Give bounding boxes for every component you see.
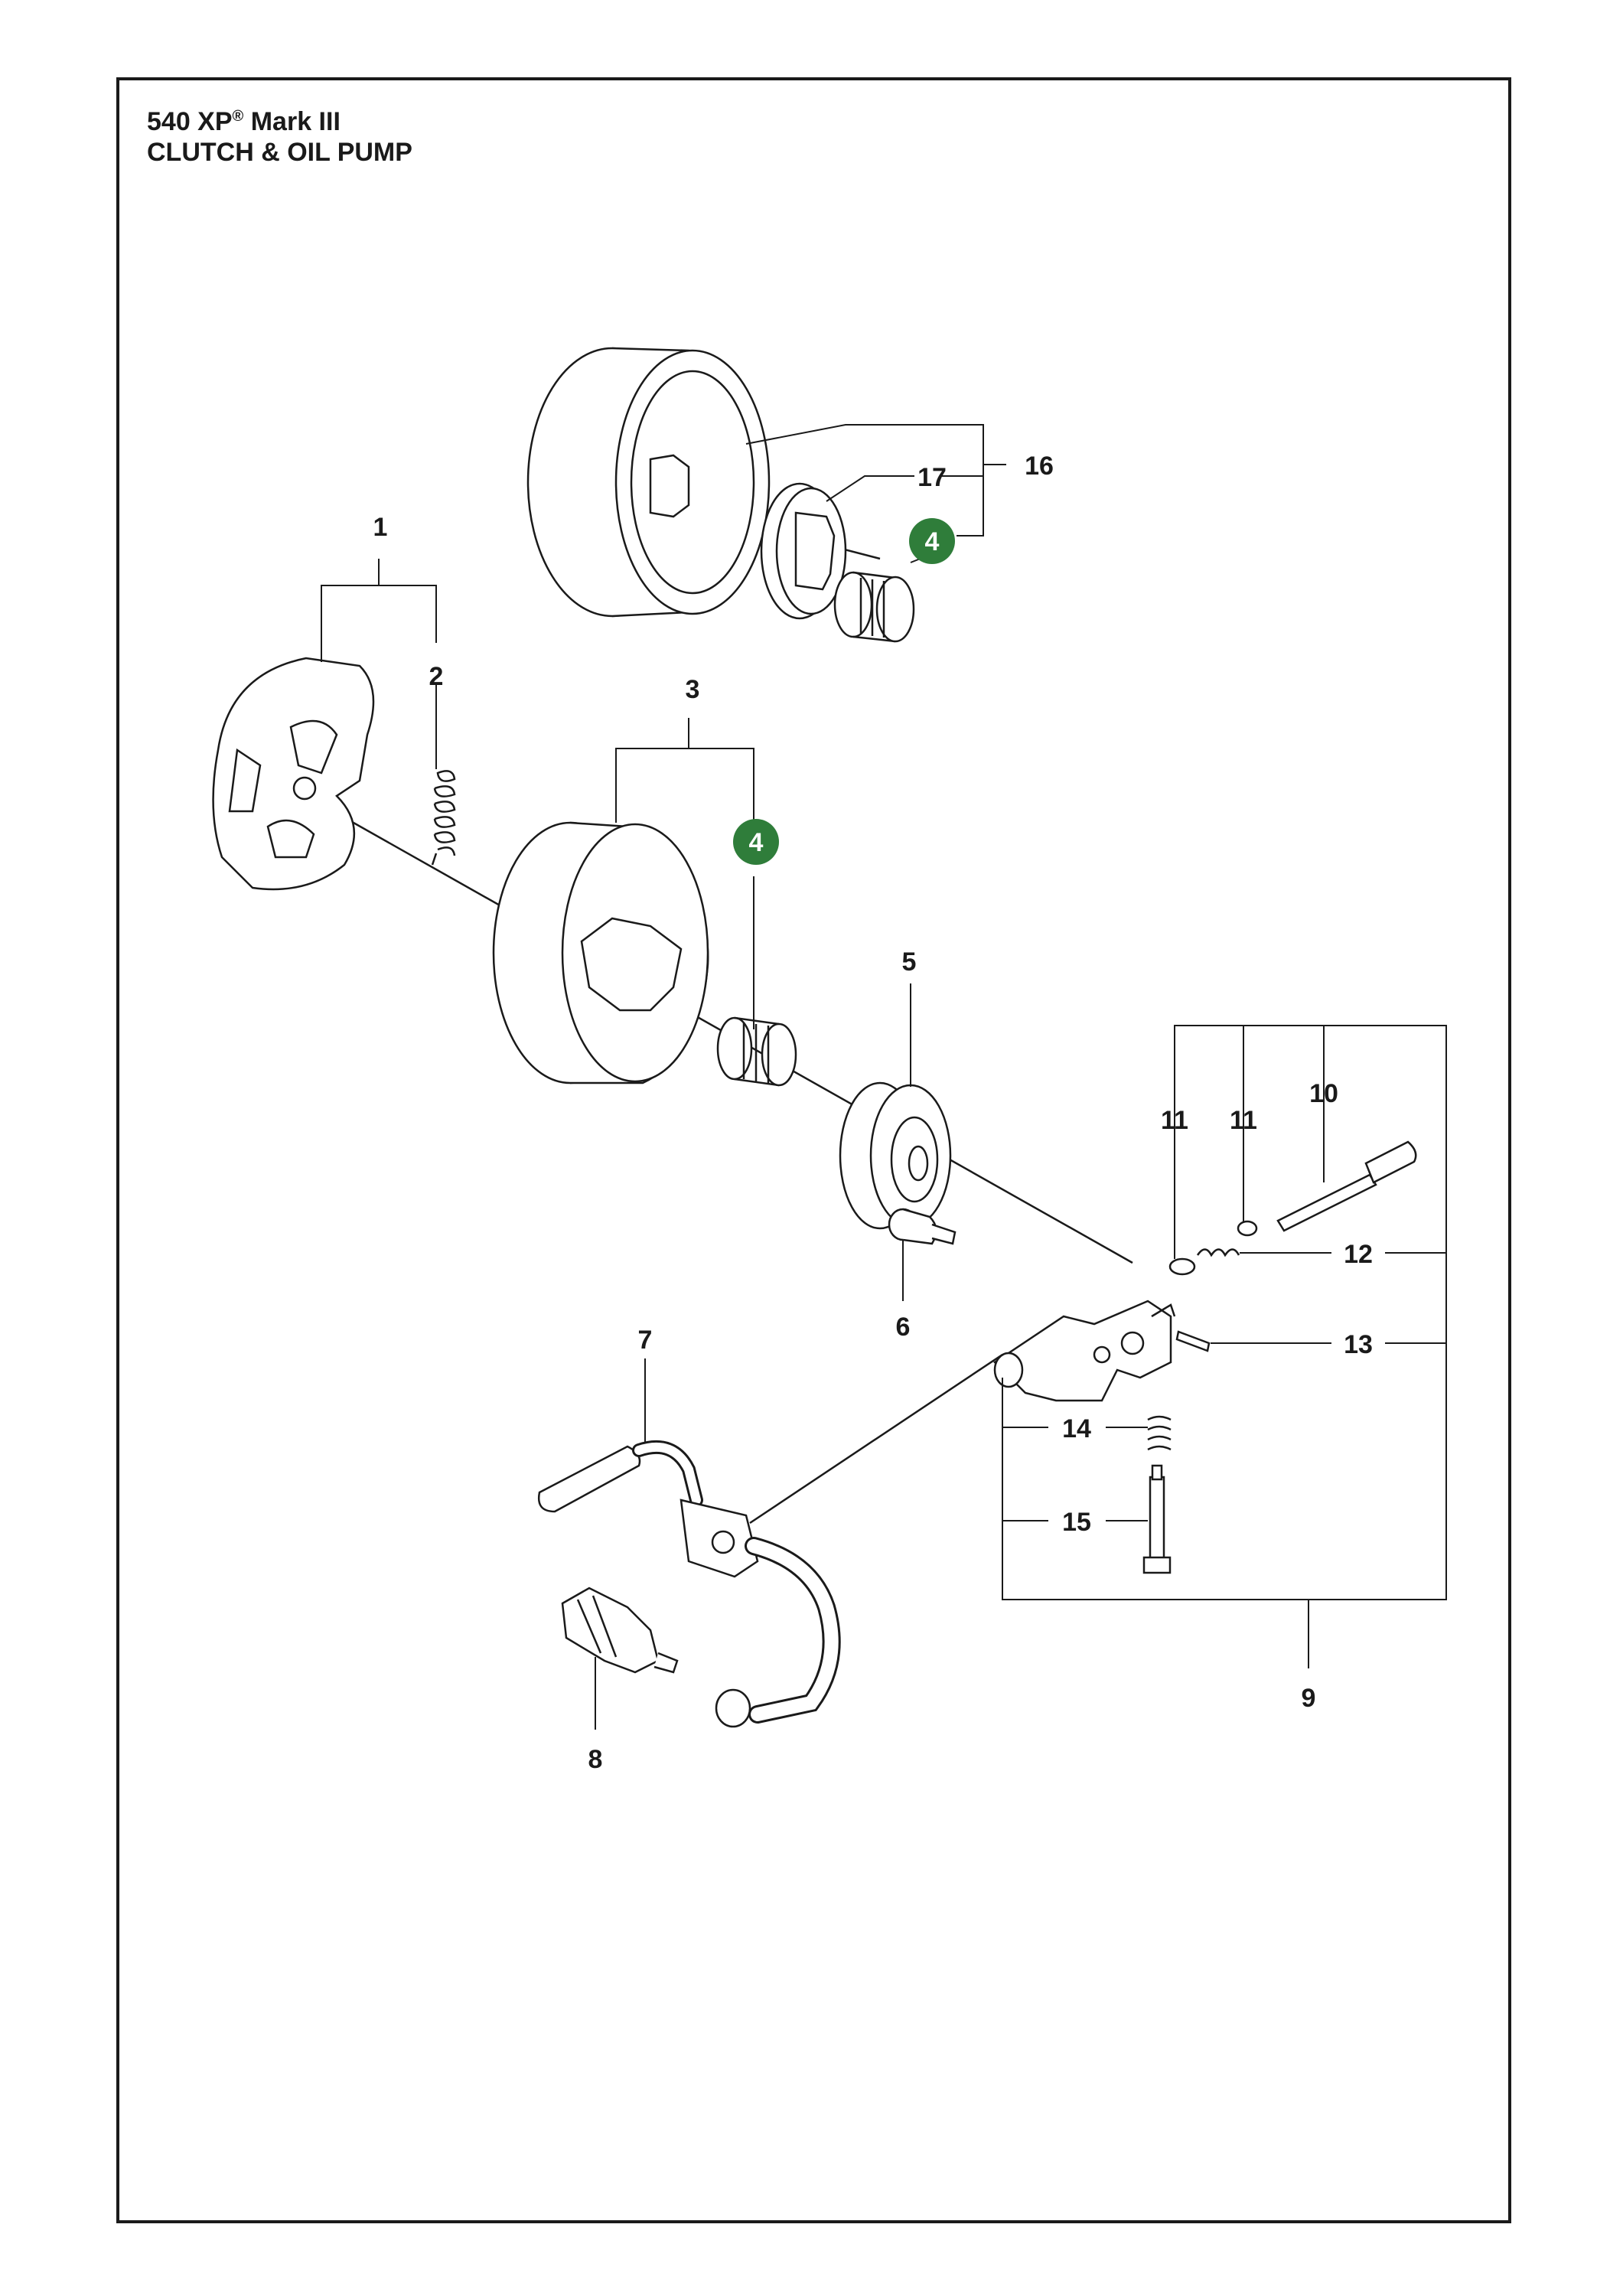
callout-13: 13 <box>1344 1330 1373 1359</box>
oil-hose-part-7 <box>537 1440 841 1728</box>
worm-gear-part-5 <box>839 1081 952 1230</box>
o-ring-part-11-right <box>1237 1220 1258 1237</box>
model-variant: Mark III <box>250 107 341 136</box>
callout-3: 3 <box>686 675 700 704</box>
callout-1: 1 <box>373 513 388 542</box>
callout-9: 9 <box>1302 1684 1316 1713</box>
callout-8: 8 <box>588 1745 603 1774</box>
badge-4-lower-label: 4 <box>749 828 764 857</box>
badge-4-upper-label: 4 <box>925 527 940 556</box>
callout-10: 10 <box>1309 1079 1338 1108</box>
pin-part-13 <box>1175 1330 1211 1352</box>
oil-filter-part-8 <box>561 1587 679 1674</box>
callout-17: 17 <box>917 463 947 492</box>
page-title: 540 XP® Mark III CLUTCH & OIL PUMP <box>147 101 412 168</box>
callout-14: 14 <box>1062 1414 1091 1443</box>
leader-lines <box>321 424 1447 1730</box>
callout-11-left: 11 <box>1161 1106 1188 1135</box>
page-frame <box>116 77 1511 2223</box>
callout-11-right: 11 <box>1230 1106 1257 1135</box>
oil-pump-body-part-9 <box>993 1300 1176 1402</box>
clutch-drum-part-3 <box>492 821 709 1084</box>
model-name: 540 XP <box>147 107 233 136</box>
screw-part-6 <box>888 1208 957 1245</box>
callout-12: 12 <box>1344 1240 1373 1269</box>
callout-2: 2 <box>429 662 444 691</box>
pump-piston-part-10 <box>1276 1140 1417 1232</box>
callout-15: 15 <box>1062 1508 1091 1537</box>
o-ring-part-11-left <box>1168 1257 1196 1276</box>
callout-7: 7 <box>638 1326 653 1355</box>
clutch-spring-part-2 <box>431 770 456 866</box>
axis-line-main <box>305 794 1133 1264</box>
badge-4-lower: 4 <box>733 819 779 865</box>
registered-mark: ® <box>232 108 244 125</box>
rim-sprocket-part-17 <box>760 482 847 620</box>
spring-part-12 <box>1196 1248 1240 1257</box>
spring-part-14 <box>1147 1415 1172 1451</box>
callout-16: 16 <box>1025 452 1054 481</box>
needle-bearing-upper <box>833 571 915 643</box>
axis-line-pump <box>749 1353 1003 1525</box>
section-title: CLUTCH & OIL PUMP <box>147 138 412 167</box>
needle-bearing-lower <box>716 1016 797 1087</box>
drum-assembly-part-16 <box>526 347 771 618</box>
callout-6: 6 <box>896 1313 911 1342</box>
badge-4-upper: 4 <box>909 518 955 564</box>
clutch-part-1 <box>212 657 375 891</box>
model-line: 540 XP® Mark III <box>147 101 412 137</box>
adjusting-screw-part-15 <box>1142 1464 1172 1574</box>
callout-5: 5 <box>902 947 917 977</box>
